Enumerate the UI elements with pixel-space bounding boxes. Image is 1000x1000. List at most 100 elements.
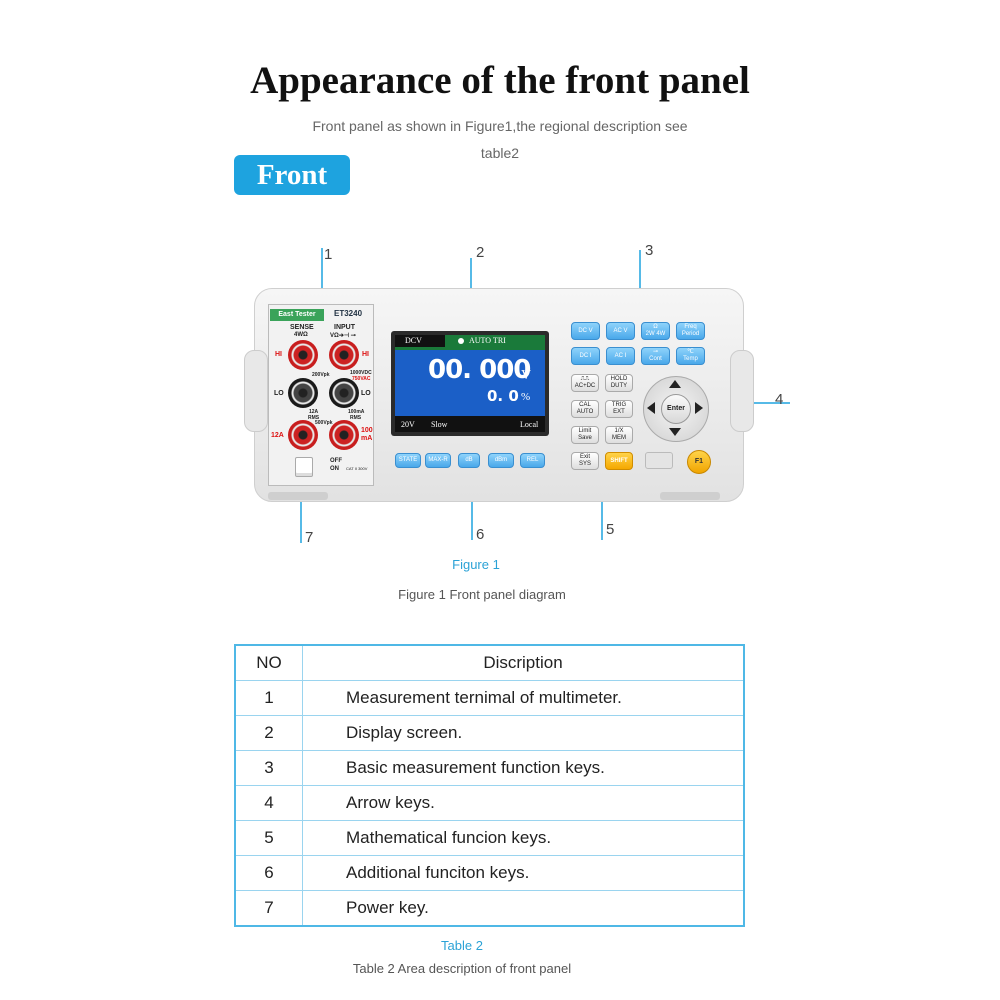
dci-key[interactable]: DC I — [571, 347, 600, 365]
table-caption-blue: Table 2 — [441, 938, 483, 953]
limit-key-label: Limit — [578, 428, 592, 435]
blank-key[interactable] — [645, 452, 673, 469]
screen-remote: Local — [520, 420, 539, 429]
hold-key-sublabel: DUTY — [610, 383, 628, 389]
cont-key-label: ⊸ — [652, 349, 659, 356]
terminal-panel — [268, 304, 374, 486]
display-bezel — [391, 331, 549, 436]
arrow-up-icon[interactable] — [669, 380, 681, 388]
callout-2: 2 — [476, 244, 485, 261]
figure-caption-blue: Figure 1 — [452, 557, 500, 572]
reciprocal-key-label: 1/X — [614, 428, 624, 435]
rating-750vac: 750VAC — [352, 376, 371, 382]
row-description: Measurement ternimal of multimeter. — [302, 680, 745, 716]
intro-text-line1: Front panel as shown in Figure1,the regi… — [312, 118, 688, 134]
input-sub-label: VΩ➔⊣ ⊸ — [330, 333, 356, 339]
acdc-key-label: ⎍⎍ — [580, 376, 590, 383]
acdc-key[interactable]: ⎍⎍AC+DC — [571, 374, 599, 392]
aci-key[interactable]: AC I — [606, 347, 635, 365]
row-description: Arrow keys. — [302, 785, 745, 821]
temp-key-sublabel: Temp — [683, 356, 698, 362]
screen-secondary-unit: % — [521, 391, 531, 403]
enter-key[interactable]: Enter — [661, 394, 691, 424]
figure-caption: Figure 1 Front panel diagram — [398, 587, 566, 602]
callout-6: 6 — [476, 526, 485, 543]
acv-key[interactable]: AC V — [606, 322, 635, 340]
cal-key-sublabel: AUTO — [576, 409, 594, 415]
rating-100ma: 100mA — [348, 409, 365, 415]
power-off-label: OFF — [330, 458, 342, 464]
input-label: INPUT — [334, 324, 355, 331]
state-key[interactable]: STATE — [395, 453, 421, 468]
row-no: 6 — [234, 855, 303, 891]
row-description: Mathematical funcion keys. — [302, 820, 745, 856]
screen-speed: Slow — [431, 420, 448, 429]
row-no: 3 — [234, 750, 303, 786]
brand-label: East Tester — [270, 309, 324, 321]
row-no: 5 — [234, 820, 303, 856]
foot-left — [268, 492, 328, 500]
sense-lo-jack[interactable] — [288, 378, 318, 408]
dcv-key[interactable]: DC V — [571, 322, 600, 340]
dbm-key[interactable]: dBm — [488, 453, 514, 468]
arrow-pad — [643, 376, 709, 442]
amp-12a-label: 12A — [271, 432, 284, 439]
table-caption: Table 2 Area description of front panel — [352, 961, 572, 976]
sense-hi-jack[interactable] — [288, 340, 318, 370]
ma-100-jack[interactable] — [329, 420, 359, 450]
arrow-left-icon[interactable] — [647, 402, 655, 414]
ohm-key-label: Ω — [653, 324, 658, 331]
dcv-key-label: DC V — [578, 327, 593, 334]
input-hi-jack[interactable] — [329, 340, 359, 370]
callout-7: 7 — [305, 529, 314, 546]
screen-mode: DCV — [405, 336, 422, 345]
ma-100-label: 100 — [361, 427, 373, 434]
row-no: 2 — [234, 715, 303, 751]
acdc-key-sublabel: AC+DC — [574, 383, 596, 389]
aci-key-label: AC I — [614, 352, 627, 359]
freq-key-sublabel: Period — [681, 331, 700, 337]
table-header-row: NO Discription — [234, 644, 745, 681]
row-no: 7 — [234, 890, 303, 927]
amp-12a-jack[interactable] — [288, 420, 318, 450]
input-lo-jack[interactable] — [329, 378, 359, 408]
handle-left — [244, 350, 268, 432]
power-switch[interactable] — [295, 457, 313, 477]
row-no: 1 — [234, 680, 303, 716]
rel-key[interactable]: REL — [520, 453, 545, 468]
callout-5: 5 — [606, 521, 615, 538]
rating-500vpk: 500Vpk — [315, 420, 333, 426]
arrow-down-icon[interactable] — [669, 428, 681, 436]
page-title: Appearance of the front panel — [250, 59, 750, 102]
callout-1: 1 — [324, 246, 333, 263]
max-r-key[interactable]: MAX-R — [425, 453, 451, 468]
limit-key-sublabel: Save — [578, 435, 592, 441]
shift-key[interactable]: SHIFT — [605, 452, 633, 470]
callout-4: 4 — [775, 391, 784, 408]
power-on-label: ON — [330, 466, 339, 472]
reciprocal-key-sublabel: MEM — [612, 435, 626, 441]
rating-200vpk: 200Vpk — [312, 372, 330, 378]
sense-sub-label: 4WΩ — [294, 332, 308, 338]
header-no: NO — [234, 644, 303, 681]
f1-key[interactable]: F1 — [687, 450, 711, 474]
arrow-right-icon[interactable] — [695, 402, 703, 414]
db-key[interactable]: dB — [458, 453, 480, 468]
rating-rms: RMS — [308, 415, 320, 421]
cont-key[interactable]: ⊸Cont — [641, 347, 670, 365]
